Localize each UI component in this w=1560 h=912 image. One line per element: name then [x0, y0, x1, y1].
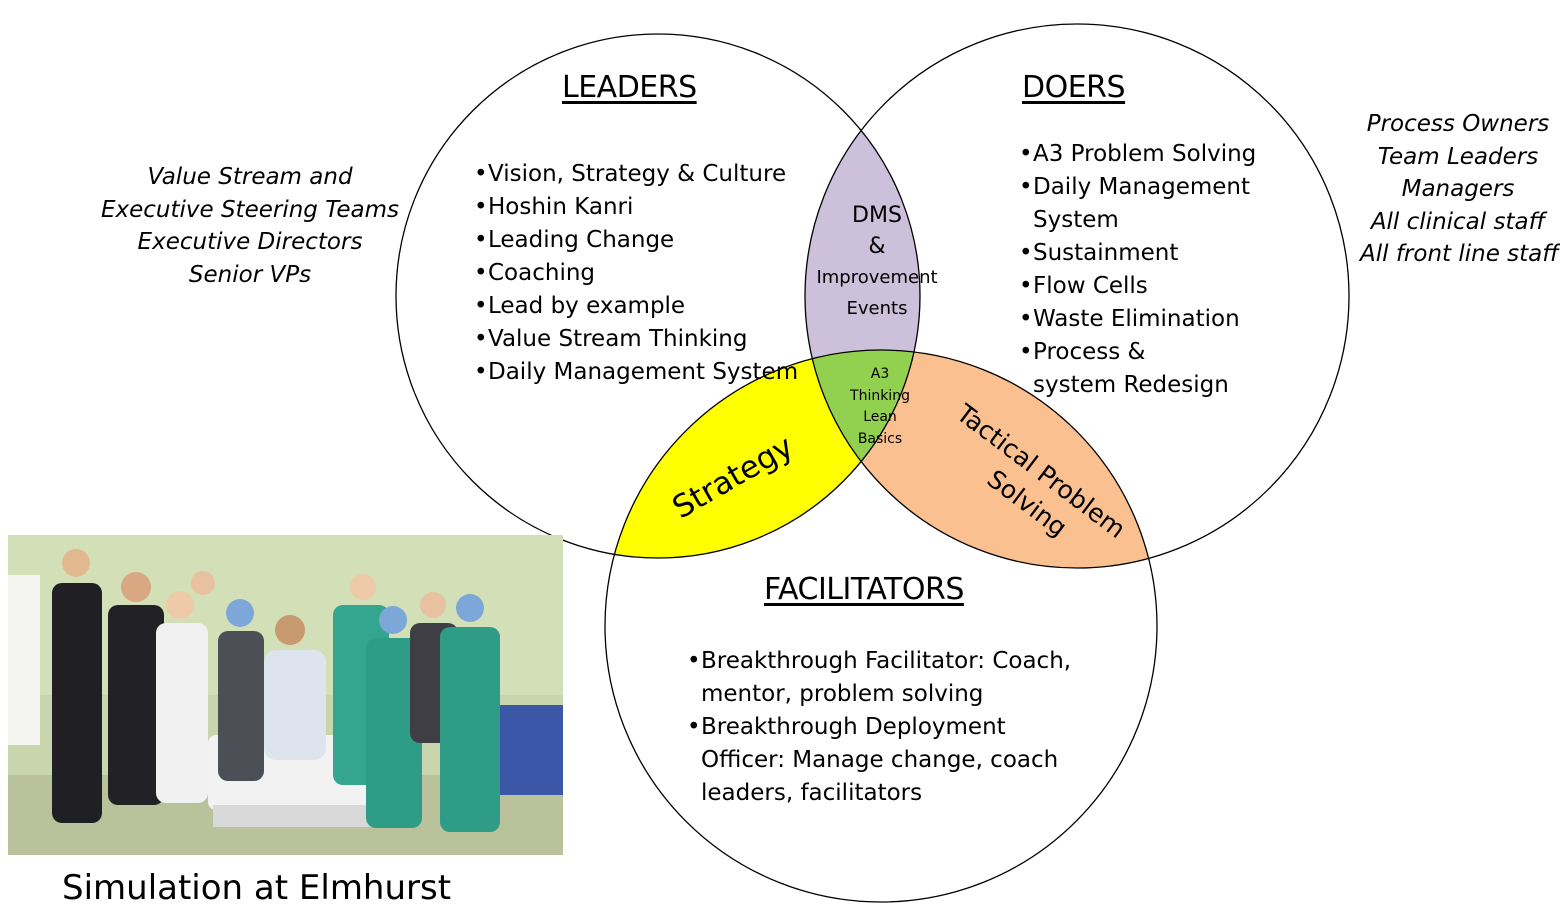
- center-line: A3: [870, 366, 890, 382]
- leaders-circle: [395, 33, 921, 559]
- facilitators-circle: [604, 349, 1158, 903]
- doers-role: Managers: [1401, 176, 1515, 202]
- leaders-list: Vision, Strategy & Culture Hoshin Kanri …: [474, 158, 804, 389]
- dms-line: Events: [846, 298, 908, 319]
- leaders-role: Senior VPs: [188, 261, 312, 288]
- leaders-item: Vision, Strategy & Culture: [474, 158, 804, 191]
- facilitators-item: Breakthrough Deployment Officer: Manage …: [687, 711, 1082, 810]
- doers-circle: [804, 23, 1350, 569]
- doers-roles: Process Owners Team Leaders Managers All…: [1360, 108, 1559, 271]
- leaders-role: Executive Directors: [137, 229, 363, 255]
- doers-item: Flow Cells: [1019, 270, 1339, 303]
- photo-illustration: [8, 535, 563, 855]
- doers-heading: DOERS: [1022, 70, 1126, 105]
- doers-list: A3 Problem Solving Daily Management Syst…: [1019, 138, 1339, 402]
- doers-role: Process Owners: [1366, 111, 1550, 137]
- leaders-item: Leading Change: [474, 224, 804, 257]
- leaders-heading: LEADERS: [562, 70, 697, 105]
- leaders-role: Value Stream and: [147, 164, 353, 190]
- doers-item: Sustainment: [1019, 237, 1339, 270]
- doers-item: Waste Elimination: [1019, 303, 1339, 336]
- doers-item: Daily Management System: [1019, 171, 1339, 237]
- leaders-item: Coaching: [474, 257, 804, 290]
- simulation-photo: [8, 535, 563, 855]
- leaders-role: Executive Steering Teams: [100, 196, 400, 223]
- dms-line: DMS: [852, 203, 902, 228]
- photo-caption: Simulation at Elmhurst: [62, 868, 452, 908]
- facilitators-list: Breakthrough Facilitator: Coach, mentor,…: [687, 645, 1082, 810]
- leaders-item: Daily Management System: [474, 356, 804, 389]
- facilitators-heading: FACILITATORS: [764, 572, 964, 607]
- center-line: Thinking: [850, 387, 910, 404]
- leaders-item: Value Stream Thinking: [474, 323, 804, 356]
- leaders-item: Hoshin Kanri: [474, 191, 804, 224]
- doers-role: All clinical staff: [1370, 208, 1546, 235]
- center-label: A3 Thinking Lean Basics: [840, 364, 920, 450]
- leaders-facilitators-overlap: [605, 350, 920, 558]
- dms-line: &: [868, 234, 886, 259]
- leaders-roles: Value Stream and Executive Steering Team…: [90, 161, 410, 291]
- center-line: Lean: [863, 409, 897, 425]
- leaders-facilitators-fill: [605, 350, 920, 558]
- dms-label: DMS & Improvement Events: [806, 200, 948, 324]
- doers-role: Team Leaders: [1377, 143, 1539, 170]
- doers-item: Process & system Redesign: [1019, 336, 1233, 402]
- leaders-item: Lead by example: [474, 290, 804, 323]
- doers-facilitators-fill: [805, 350, 1157, 568]
- dms-line: Improvement: [816, 267, 938, 288]
- center-line: Basics: [857, 430, 903, 447]
- doers-role: All front line staff: [1360, 241, 1559, 267]
- doers-facilitators-overlap: [805, 350, 1157, 568]
- doers-item: A3 Problem Solving: [1019, 138, 1339, 171]
- facilitators-item: Breakthrough Facilitator: Coach, mentor,…: [687, 645, 1082, 711]
